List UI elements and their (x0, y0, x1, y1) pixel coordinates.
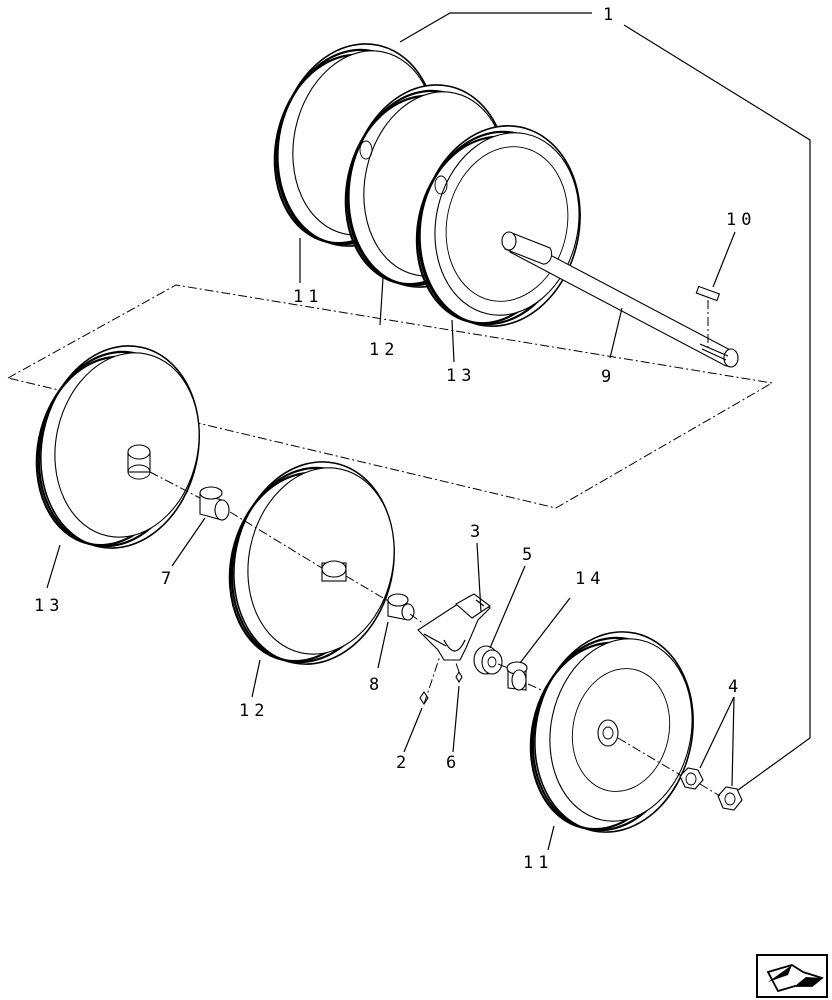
callout-7: 7 (161, 569, 176, 589)
pulley-12 (228, 461, 395, 665)
bushing-8 (387, 593, 415, 621)
pulley-11 (529, 631, 694, 833)
callout-5: 5 (522, 545, 537, 565)
callout-14: 14 (575, 569, 605, 589)
leader-lines (46, 12, 811, 851)
axis-lines (149, 471, 721, 797)
back-arrow-icon (766, 964, 824, 993)
callout-3: 3 (470, 522, 485, 542)
back-arrow-button[interactable] (756, 954, 828, 998)
callout-8: 8 (369, 675, 384, 695)
bushing-14 (506, 661, 528, 691)
callout-11-top: 11 (293, 287, 323, 307)
callout-12-top: 12 (369, 340, 399, 360)
nut-4a (679, 767, 704, 790)
bushing-7 (199, 486, 230, 521)
bracket-3 (417, 593, 491, 661)
callout-12-middle: 12 (239, 701, 269, 721)
screw-2 (419, 691, 429, 705)
callout-9: 9 (601, 367, 616, 387)
shaft (501, 231, 739, 368)
nut-4b (717, 786, 743, 811)
pulley-13 (35, 345, 200, 549)
assembled-pulley-13 (415, 125, 581, 327)
callout-13-top: 13 (446, 366, 476, 386)
callout-1: 1 (603, 5, 618, 25)
key (695, 285, 721, 350)
callout-6: 6 (446, 753, 461, 773)
callout-10: 10 (726, 210, 756, 230)
flange-5 (473, 645, 503, 675)
callout-4: 4 (728, 677, 743, 697)
callout-13-left: 13 (34, 596, 64, 616)
callout-2: 2 (396, 753, 411, 773)
callout-11-bottom: 11 (523, 853, 553, 873)
fitting-6 (455, 670, 463, 684)
